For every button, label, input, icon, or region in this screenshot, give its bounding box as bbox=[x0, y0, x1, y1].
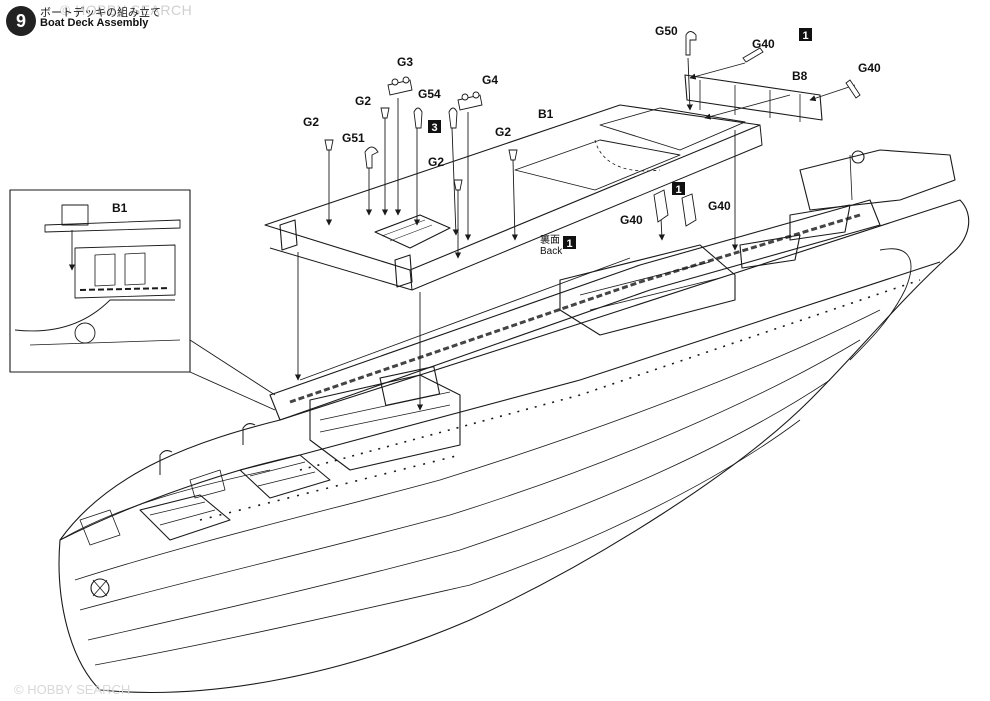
callout-3: 3 bbox=[431, 122, 437, 134]
callout-1-top: 1 bbox=[802, 30, 808, 42]
arrow-b8 bbox=[704, 94, 791, 120]
part-g40-top bbox=[742, 47, 764, 63]
callout-box bbox=[563, 236, 576, 249]
label-g51: G51 bbox=[342, 131, 365, 145]
deck-end-bracket bbox=[279, 219, 298, 251]
label-g2-center: G2 bbox=[495, 125, 511, 139]
boat-housing bbox=[559, 244, 736, 336]
part-g2 bbox=[453, 179, 463, 191]
label-g3: G3 bbox=[397, 55, 413, 69]
superstructure-wall bbox=[269, 199, 881, 421]
part-g40-right bbox=[845, 79, 861, 99]
forward-bridge-box bbox=[379, 366, 441, 406]
callout-1-back: 1 bbox=[566, 238, 572, 250]
deck-panel bbox=[599, 107, 746, 151]
deck-edge bbox=[59, 261, 941, 541]
aft-deckhouse bbox=[799, 149, 956, 211]
deck-skylight bbox=[374, 214, 451, 249]
label-g2-mid: G2 bbox=[428, 155, 444, 169]
label-g54: G54 bbox=[418, 87, 441, 101]
forward-machinery bbox=[79, 509, 121, 546]
bow-ventilator bbox=[242, 423, 256, 445]
aft-lifeboat bbox=[739, 234, 801, 269]
label-b1-inset: B1 bbox=[112, 201, 128, 215]
inset-deck-b1 bbox=[44, 219, 181, 233]
part-g2 bbox=[508, 149, 518, 161]
part-g54 bbox=[448, 107, 458, 129]
label-g50: G50 bbox=[655, 24, 678, 38]
forward-hatch bbox=[239, 454, 331, 499]
part-g40-mid-left bbox=[653, 189, 669, 223]
label-b1: B1 bbox=[538, 107, 554, 121]
callout-1-mid: 1 bbox=[675, 184, 681, 196]
step-number-badge: 9 bbox=[6, 6, 36, 36]
step-title-japanese: ボートデッキの組み立て bbox=[40, 7, 161, 19]
forward-structure bbox=[309, 374, 461, 471]
part-g51 bbox=[364, 146, 379, 169]
label-g40-mid-left: G40 bbox=[620, 213, 643, 227]
label-g2-left: G2 bbox=[303, 115, 319, 129]
step-title-english: Boat Deck Assembly bbox=[40, 17, 149, 29]
watermark-bottom: © HOBBY SEARCH bbox=[14, 682, 131, 697]
forward-hatch bbox=[139, 494, 231, 541]
note-back-en: Back bbox=[540, 246, 563, 257]
hull-strake bbox=[79, 339, 861, 611]
forward-machinery bbox=[189, 469, 226, 499]
label-g40-right: G40 bbox=[858, 61, 881, 75]
aft-lifeboat bbox=[789, 204, 851, 241]
label-b8: B8 bbox=[792, 69, 808, 83]
part-b8 bbox=[684, 74, 823, 121]
label-g40-top: G40 bbox=[752, 37, 775, 51]
note-back-jp: 裏面 bbox=[540, 233, 560, 246]
hull-strake bbox=[94, 419, 801, 666]
part-g40-mid-right bbox=[681, 193, 697, 227]
label-g4: G4 bbox=[482, 73, 498, 87]
arrow-g2-center bbox=[511, 159, 519, 241]
deck-panel bbox=[514, 139, 681, 191]
hull-strake bbox=[87, 379, 831, 641]
hull-strake bbox=[74, 309, 881, 581]
deck-end-bracket bbox=[394, 254, 413, 288]
arrow-g40-right bbox=[809, 84, 856, 102]
bow-ventilator bbox=[159, 450, 173, 475]
porthole-row bbox=[199, 454, 461, 521]
inset-part bbox=[61, 204, 89, 226]
callout-box bbox=[428, 120, 441, 133]
stern bbox=[849, 248, 912, 361]
watermark-top: © HOBBY SEARCH bbox=[60, 2, 193, 18]
porthole-row bbox=[299, 279, 921, 471]
part-g2 bbox=[380, 107, 390, 119]
arrow-g50 bbox=[686, 57, 693, 111]
deck-dashed-outline bbox=[594, 139, 661, 172]
label-g2-left2: G2 bbox=[355, 94, 371, 108]
arrow-g40-top bbox=[689, 62, 746, 80]
inset-hull-curve bbox=[14, 299, 175, 332]
inset-leader bbox=[189, 339, 276, 396]
boat-deck-b1 bbox=[264, 104, 761, 271]
part-g50 bbox=[685, 31, 697, 56]
callout-box bbox=[672, 182, 685, 195]
inset-window-panel bbox=[74, 244, 176, 299]
callout-box bbox=[799, 28, 812, 41]
hull-outline bbox=[58, 199, 970, 693]
label-g40-mid-right: G40 bbox=[708, 199, 731, 213]
part-g54 bbox=[413, 107, 423, 129]
inset-leader bbox=[189, 371, 276, 411]
bow-rail bbox=[59, 469, 271, 541]
bow-emblem bbox=[90, 578, 110, 598]
part-g2 bbox=[324, 139, 334, 151]
